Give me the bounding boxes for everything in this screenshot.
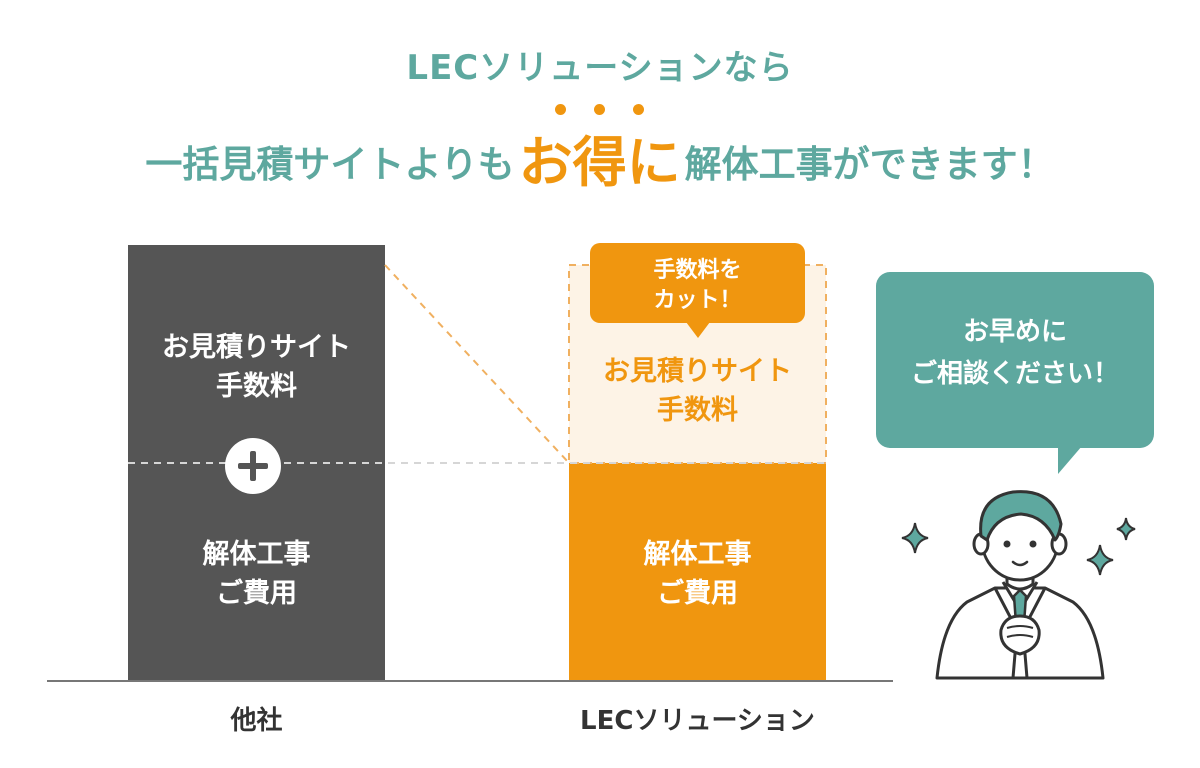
emphasis-dot — [554, 104, 566, 115]
headline-line-2: 一括見積サイトよりもお得に解体工事ができます！ — [0, 104, 1200, 197]
emphasis-dot — [633, 104, 645, 115]
competitor-bar-segment-demolition — [128, 463, 385, 681]
lec-cut-fee-label-line: 手数料 — [657, 395, 738, 427]
competitor-demolition-label: 解体工事 ご費用 — [128, 535, 385, 613]
fee-cut-callout: 手数料を カット！ — [590, 243, 805, 323]
lec-demolition-label-line: 解体工事 — [643, 539, 752, 570]
headline-text-before: 一括見積サイトよりも — [145, 143, 515, 186]
headline-emphasis-text: お得に — [518, 131, 681, 194]
consult-speech-line: お早めに — [962, 317, 1067, 347]
sparkle-icon — [901, 522, 929, 554]
headline-emphasis: お得に — [518, 104, 681, 197]
businessman-icon — [901, 490, 1136, 680]
fee-cut-callout-line: カット！ — [653, 287, 742, 313]
category-label-competitor: 他社 — [230, 706, 283, 736]
competitor-fee-label: お見積りサイト 手数料 — [128, 328, 385, 406]
fee-cut-callout-line: 手数料を — [653, 258, 742, 283]
lec-cut-fee-label-line: お見積りサイト — [603, 356, 792, 387]
consult-speech-line: ご相談ください！ — [910, 358, 1119, 389]
lec-demolition-label: 解体工事 ご費用 — [569, 535, 826, 613]
competitor-demolition-label-line: ご費用 — [216, 578, 297, 610]
sparkle-icon — [1116, 517, 1136, 541]
competitor-demolition-label-line: 解体工事 — [202, 539, 311, 570]
cut-diagonal-line — [384, 264, 570, 464]
competitor-bar-segment-fee — [128, 245, 385, 463]
competitor-fee-label-line: 手数料 — [216, 371, 297, 403]
headline-text-after: 解体工事ができます！ — [684, 143, 1055, 186]
fee-cut-callout-tail — [686, 322, 710, 338]
consult-speech-bubble: お早めに ご相談ください！ — [876, 272, 1154, 448]
category-label-lec: LECソリューション — [580, 706, 815, 736]
sparkle-icon — [1086, 544, 1114, 576]
consult-speech-tail — [1058, 446, 1082, 474]
emphasis-dots — [519, 104, 681, 116]
plus-icon — [225, 438, 281, 494]
emphasis-dot — [594, 104, 606, 115]
lec-demolition-label-line: ご費用 — [657, 578, 738, 610]
headline-line-1: LECソリューションなら — [406, 48, 794, 88]
lec-cut-fee-label: お見積りサイト 手数料 — [569, 352, 826, 430]
lec-bar-segment-demolition — [569, 463, 826, 681]
competitor-fee-label-line: お見積りサイト — [162, 332, 351, 363]
